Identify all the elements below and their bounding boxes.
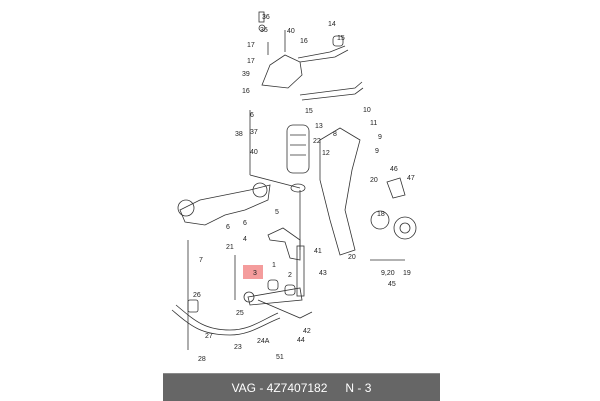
callout-17: 17	[247, 42, 255, 49]
callout-25: 25	[236, 310, 244, 317]
callout-20: 20	[348, 254, 356, 261]
callout-16: 16	[300, 38, 308, 45]
callout-2: 2	[288, 272, 292, 279]
callout-18: 18	[377, 211, 385, 218]
callout-15: 15	[337, 35, 345, 42]
callout-39: 39	[242, 71, 250, 78]
highlighted-callout-box	[243, 265, 263, 279]
callout-5: 5	[275, 209, 279, 216]
callout-47: 47	[407, 175, 415, 182]
callout-10: 10	[363, 107, 371, 114]
position-number: N - 3	[345, 380, 372, 395]
callout-4: 4	[243, 236, 247, 243]
callout-13: 13	[315, 123, 323, 130]
callout-43: 43	[319, 270, 327, 277]
callout-24a: 24A	[257, 338, 270, 345]
callout-51: 51	[276, 354, 284, 361]
callout-41: 41	[314, 248, 322, 255]
callout-22: 22	[313, 138, 321, 145]
callout-12: 12	[322, 150, 330, 157]
callout-27: 27	[205, 333, 213, 340]
callout-23: 23	[234, 344, 242, 351]
callout-16: 16	[242, 88, 250, 95]
callout-6: 6	[243, 220, 247, 227]
callout-28: 28	[198, 356, 206, 363]
callout-6: 6	[226, 224, 230, 231]
callout-15: 15	[305, 108, 313, 115]
callout-3-highlighted[interactable]: 3	[253, 270, 257, 277]
part-info-bar: VAG - 4Z7407182 N - 3	[163, 373, 440, 401]
callout-17: 17	[247, 58, 255, 65]
callout-26: 26	[193, 292, 201, 299]
callout-11: 11	[370, 120, 378, 127]
callout-21: 21	[226, 244, 234, 251]
suspension-exploded-diagram: 36 35 40 14 15 17 16 17 39 16 6 15 13 10…	[171, 11, 417, 363]
callout-20: 20	[370, 177, 378, 184]
callout-9-20: 9,20	[381, 270, 395, 277]
callout-44: 44	[297, 337, 305, 344]
diagram-linework	[171, 11, 417, 350]
callout-40: 40	[287, 28, 295, 35]
callout-37: 37	[250, 129, 258, 136]
part-number: VAG - 4Z7407182	[231, 380, 328, 395]
callout-9: 9	[378, 134, 382, 141]
callout-9: 9	[375, 148, 379, 155]
callout-7: 7	[199, 257, 203, 264]
callout-19: 19	[403, 270, 411, 277]
callout-45: 45	[388, 281, 396, 288]
callout-46: 46	[390, 166, 398, 173]
callout-42: 42	[303, 328, 311, 335]
callout-8: 8	[333, 131, 337, 138]
callout-14: 14	[328, 21, 336, 28]
callout-38: 38	[235, 131, 243, 138]
callout-40: 40	[250, 149, 258, 156]
callout-35: 35	[260, 27, 268, 34]
callout-6: 6	[250, 112, 254, 119]
callout-1: 1	[272, 262, 276, 269]
callout-36: 36	[262, 14, 270, 21]
